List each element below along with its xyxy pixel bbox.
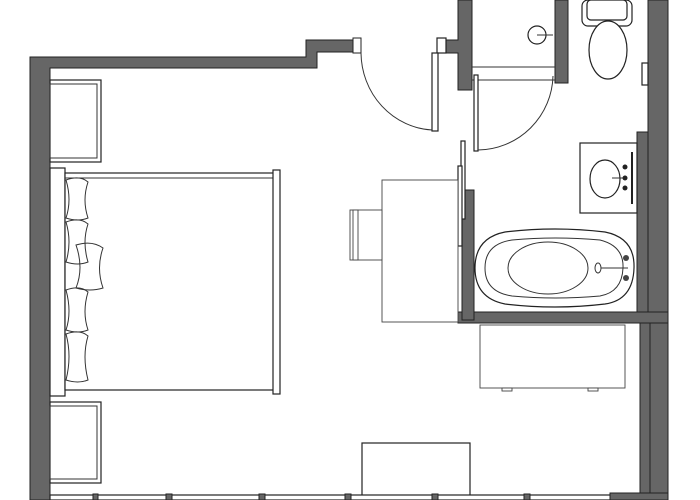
- nightstand-inner: [49, 405, 98, 480]
- bed: [49, 167, 281, 397]
- vanity: [579, 142, 638, 214]
- bathroom-wall-bottom: [457, 311, 669, 324]
- door-swing-arc: [360, 52, 433, 131]
- inner-wall-right: [639, 322, 651, 496]
- cabinet-leg: [587, 387, 599, 392]
- door-swing-arc: [477, 75, 554, 151]
- nightstand-top: [49, 79, 102, 163]
- pillow: [65, 219, 89, 265]
- cabinet-leg: [501, 387, 513, 392]
- window-mullion: [92, 493, 99, 500]
- pillow: [75, 242, 104, 291]
- tap-knob: [622, 185, 628, 191]
- door-leaf: [473, 74, 479, 152]
- entry-door: [360, 52, 439, 132]
- bathroom-door: [472, 66, 555, 152]
- footboard: [272, 169, 281, 395]
- tub-rim: [474, 228, 635, 308]
- toilet: [581, 0, 633, 80]
- vanity-wall: [636, 131, 649, 316]
- nightstand-bottom: [49, 401, 102, 484]
- outer-wall-right: [647, 0, 669, 500]
- toilet-bowl: [588, 20, 628, 80]
- tap-knob: [622, 164, 628, 170]
- tap-knob: [623, 275, 629, 281]
- window-mullion: [165, 493, 173, 500]
- outer-wall-bottom-right: [609, 492, 669, 500]
- pillow: [65, 177, 89, 221]
- window-mullion: [258, 493, 266, 500]
- door-leaf: [431, 52, 439, 132]
- pillow: [65, 287, 89, 333]
- door-jamb: [352, 37, 362, 54]
- mattress: [64, 172, 279, 391]
- tv-console: [361, 442, 471, 498]
- bathroom-wall-left: [445, 0, 473, 91]
- nightstand-inner: [49, 83, 98, 159]
- door-jamb: [436, 37, 447, 54]
- window-mullion: [523, 493, 531, 500]
- toilet-wall: [554, 0, 569, 84]
- pillow: [65, 331, 89, 383]
- toilet-tank-lid: [586, 0, 628, 21]
- window-wall: [49, 492, 669, 500]
- walls: [29, 0, 669, 500]
- cabinet: [479, 324, 626, 392]
- desk: [381, 179, 459, 323]
- sink-basin: [589, 159, 621, 199]
- headboard: [49, 167, 66, 397]
- bathroom-wall-side: [461, 189, 475, 321]
- tap-knob: [622, 175, 628, 181]
- window-mullion: [344, 493, 352, 500]
- tub-inner-rim: [484, 237, 624, 299]
- bathtub: [474, 228, 635, 308]
- cabinet-top: [479, 324, 626, 389]
- outer-wall-left-top: [29, 39, 356, 500]
- sliding-panel: [457, 165, 463, 247]
- window-mullion: [431, 493, 439, 500]
- switch-plate: [641, 62, 649, 86]
- tap-knob: [623, 255, 629, 261]
- tub-basin: [507, 241, 589, 295]
- hand-sink: [527, 25, 553, 45]
- desk-area: [349, 179, 459, 323]
- chair-back: [352, 209, 359, 261]
